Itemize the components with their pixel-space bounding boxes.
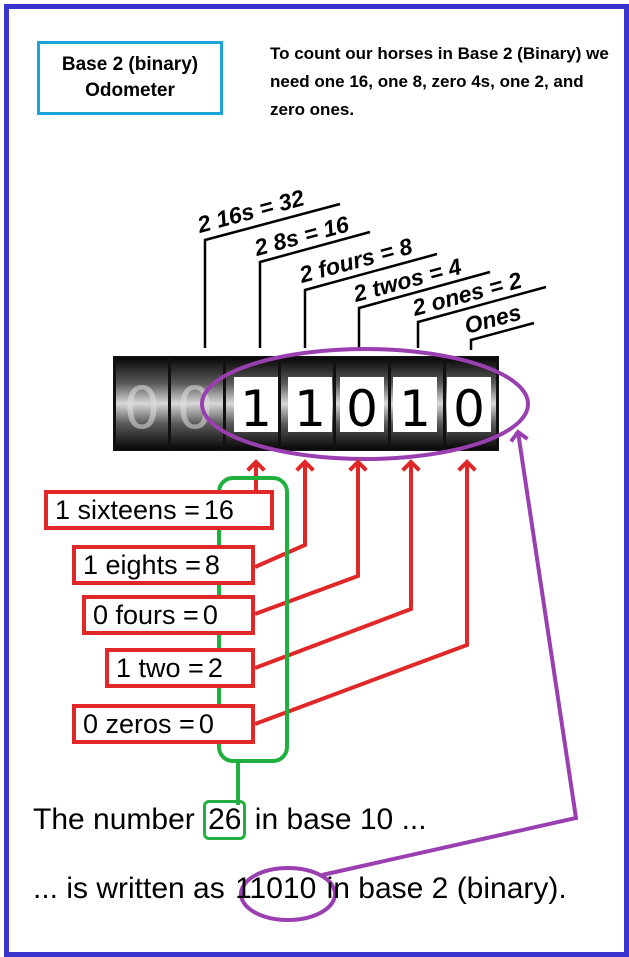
binary-digits-ellipse <box>200 347 530 461</box>
breakdown-text-1: 0 zeros = <box>83 709 195 739</box>
leading-zero-2: 0 <box>177 374 214 442</box>
breakdown-value-8: 8 <box>204 550 220 580</box>
digit-1: 0 <box>453 380 485 438</box>
conclusion-base2: ... is written as 11010 in base 2 (binar… <box>33 872 567 906</box>
breakdown-value-1: 0 <box>198 709 214 739</box>
title-box: Base 2 (binary) Odometer <box>37 41 223 115</box>
breakdown-row-1: 0 zeros =0 <box>72 704 255 744</box>
digit-window-16 <box>234 377 278 432</box>
place-value-labels: 2 16s = 32 2 8s = 16 2 fours = 8 2 twos … <box>194 184 547 350</box>
digit-windows <box>234 377 491 432</box>
digit-2: 1 <box>399 380 431 438</box>
conclusion-base10: The number 26 in base 10 ... <box>33 800 427 840</box>
title-line-1: Base 2 (binary) <box>61 54 199 75</box>
digit-window-1 <box>447 377 491 432</box>
arrow-4 <box>254 459 368 616</box>
breakdown-row-8: 1 eights =8 <box>72 545 255 585</box>
wheel-64 <box>116 358 168 449</box>
digit-window-2 <box>393 377 437 432</box>
page-frame <box>4 4 629 957</box>
place-leader-2 <box>416 285 547 348</box>
arrow-8 <box>254 459 315 569</box>
binary-result-ellipse <box>239 866 337 922</box>
digit-8: 1 <box>294 380 326 438</box>
breakdown-value-4: 0 <box>202 600 218 630</box>
conclusion-line2-post: in base 2 (binary). <box>318 872 567 905</box>
conclusion-line1-post: in base 10 ... <box>246 803 427 836</box>
leading-zero-1: 0 <box>124 374 161 442</box>
value-arrows <box>246 459 477 726</box>
intro-text: To count our horses in Base 2 (Binary) w… <box>270 44 609 119</box>
digit-4: 0 <box>346 380 378 438</box>
breakdown-text-2: 1 two = <box>116 653 204 683</box>
breakdown-text-8: 1 eights = <box>83 550 201 580</box>
wheel-32-left <box>171 358 223 449</box>
breakdown-text-16: 1 sixteens = <box>55 495 200 525</box>
arrow-1 <box>254 459 477 726</box>
breakdown-value-16: 16 <box>203 495 234 525</box>
place-leader-32 <box>203 202 341 348</box>
decimal-number: 26 <box>203 800 247 840</box>
digit-16: 1 <box>240 380 272 438</box>
odometer: 0 0 1 1 0 1 0 <box>113 356 499 451</box>
conclusion-line2-pre: ... is written as <box>33 872 234 905</box>
digit-window-4 <box>340 377 384 432</box>
breakdown-row-16: 1 sixteens =16 <box>44 490 274 530</box>
digit-window-8 <box>288 377 332 432</box>
breakdown-row-4: 0 fours =0 <box>82 595 255 635</box>
place-leader-4 <box>357 270 491 348</box>
arrow-2 <box>254 459 421 670</box>
conclusion-line1-pre: The number <box>33 803 204 836</box>
place-leader-16 <box>258 230 371 348</box>
place-leader-8 <box>303 252 438 348</box>
breakdown-row-2: 1 two =2 <box>105 648 255 688</box>
title-line-2: Odometer <box>85 80 175 101</box>
binary-number: 11010 <box>235 872 317 905</box>
breakdown-value-2: 2 <box>207 653 223 683</box>
breakdown-text-4: 0 fours = <box>93 600 199 630</box>
binary-connector-arrow <box>321 429 579 877</box>
place-leader-1 <box>469 321 535 350</box>
